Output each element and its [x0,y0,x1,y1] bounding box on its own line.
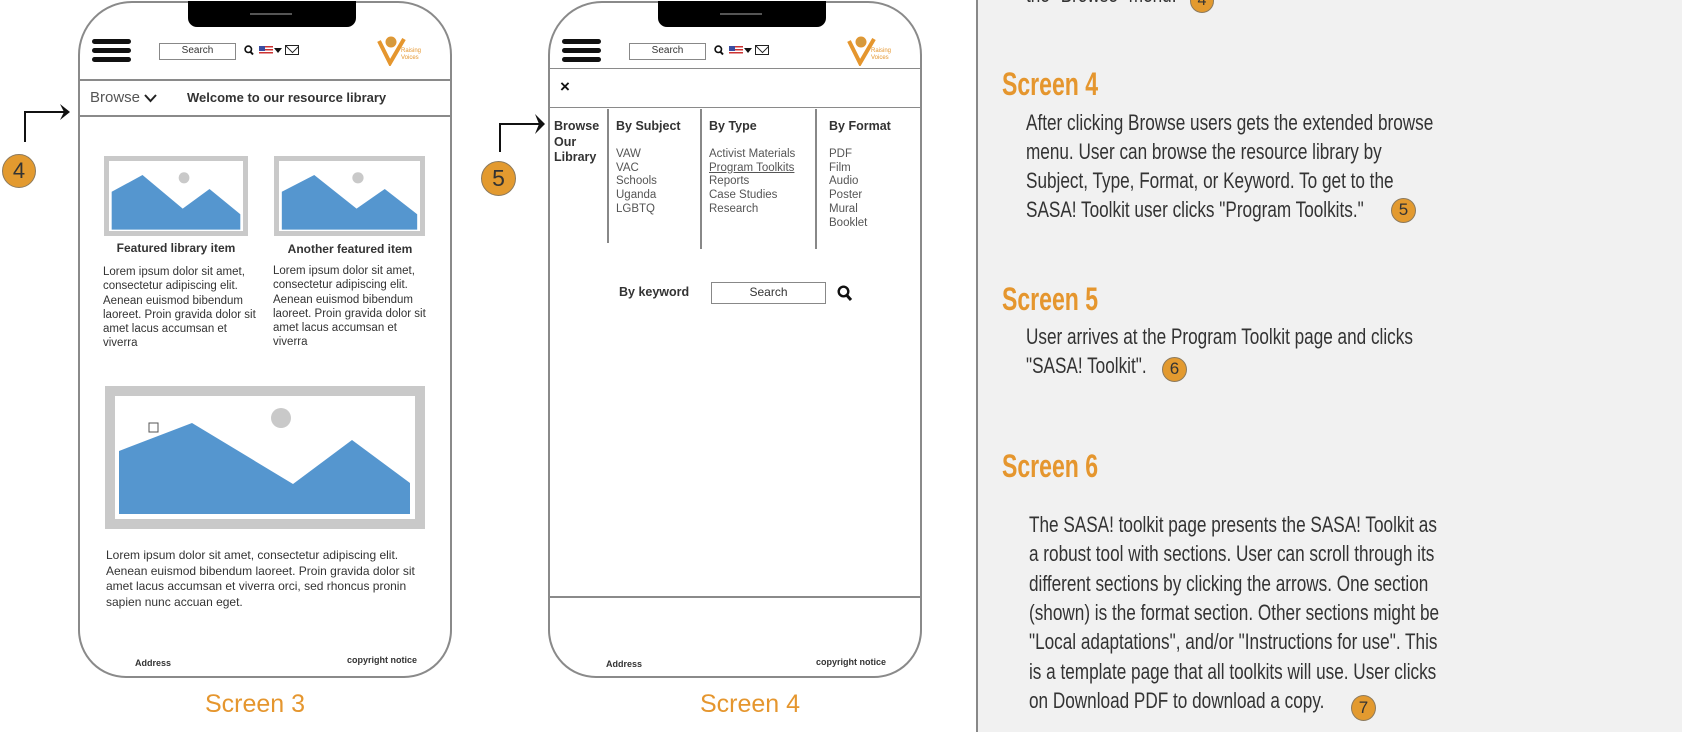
hamburger-menu-icon[interactable] [92,39,131,62]
format-list: PDF Film Audio Poster Mural Booklet [829,148,867,230]
raising-voices-logo[interactable]: Raising Voices [847,34,907,66]
language-dropdown-icon[interactable] [274,48,282,53]
step-badge-6-note: 6 [1162,357,1187,382]
note-line: a robust tool with sections. User can sc… [1029,541,1435,566]
search-icon[interactable] [244,45,254,56]
featured-item-title-2[interactable]: Another featured item [287,242,413,256]
footer-copyright[interactable]: copyright notice [347,655,418,665]
notes-panel: the "Browse" menu. 4 Screen 4 After clic… [976,0,1682,732]
browse-dropdown-button[interactable]: Browse [90,89,157,106]
format-item-mural[interactable]: Mural [829,202,858,215]
format-item-audio[interactable]: Audio [829,175,859,188]
type-item-research[interactable]: Research [709,202,759,215]
footer-copyright[interactable]: copyright notice [816,657,887,667]
featured-item-body-2: Lorem ipsum dolor sit amet, consectetur … [273,265,426,349]
note-line: "SASA! Toolkit". [1026,353,1147,378]
keyword-search-icon[interactable] [837,285,853,302]
phone-notch [188,1,356,27]
note-line: is a template page that all toolkits wil… [1029,659,1437,684]
step-arrow-5 [499,114,545,152]
browse-bar [78,79,452,117]
note-partial-text: the "Browse" menu. [1026,0,1176,8]
keyword-search-input[interactable]: Search [711,282,826,304]
close-bar [548,68,922,108]
phone-screen-3: Search Raising Voices Browse Welcome to … [78,1,452,678]
column-divider [815,109,817,249]
subject-item-lgbtq[interactable]: LGBTQ [616,202,655,215]
note-heading-screen-5: Screen 5 [1002,281,1099,317]
raising-voices-logo[interactable]: Raising Voices [377,34,437,66]
chevron-down-icon [144,93,157,103]
search-icon[interactable] [714,45,724,56]
header-search-input[interactable]: Search [629,43,706,60]
note-line: Subject, Type, Format, or Keyword. To ge… [1026,168,1394,193]
caption-screen-3: Screen 3 [204,690,306,718]
keyword-label: By keyword [619,285,690,299]
phone-notch [658,1,826,27]
note-line: The SASA! toolkit page presents the SASA… [1029,512,1437,537]
language-dropdown-icon[interactable] [744,48,752,53]
subject-item-uganda[interactable]: Uganda [616,189,657,202]
phone-screen-4: Search Raising Voices × Browse Our Libra… [548,1,922,678]
subject-list: VAW VAC Schools Uganda LGBTQ [616,148,657,217]
welcome-heading: Welcome to our resource library [187,90,387,105]
us-flag-icon[interactable] [729,46,743,55]
note-line: User arrives at the Program Toolkit page… [1026,324,1413,349]
note-line: "Local adaptations", and/or "Instruction… [1029,629,1438,654]
format-item-pdf[interactable]: PDF [829,148,852,160]
column-divider [700,109,702,249]
note-line: (shown) is the format section. Other sec… [1029,600,1440,625]
hamburger-menu-icon[interactable] [562,39,601,62]
footer-address[interactable]: Address [135,658,172,668]
main-paragraph: Lorem ipsum dolor sit amet, consectetur … [106,548,415,609]
format-item-booklet[interactable]: Booklet [829,216,868,229]
note-line: different sections by clicking the arrow… [1029,571,1429,596]
header-search-input[interactable]: Search [159,43,236,60]
step-badge-4: 4 [2,154,36,188]
subject-item-schools[interactable]: Schools [616,175,657,188]
browse-our-library-title: Browse Our Library [554,119,600,164]
hero-image [105,386,425,529]
note-line: on Download PDF to download a copy. [1029,688,1325,713]
type-item-activist-materials[interactable]: Activist Materials [709,148,796,160]
featured-item-title-1[interactable]: Featured library item [116,241,236,255]
type-item-case-studies[interactable]: Case Studies [709,189,778,202]
note-line: After clicking Browse users gets the ext… [1026,110,1434,135]
browse-label: Browse [90,89,141,106]
footer-address[interactable]: Address [606,659,643,669]
note-heading-screen-6: Screen 6 [1002,448,1099,484]
column-heading-type: By Type [709,119,757,133]
column-heading-format: By Format [829,119,891,133]
footer-divider [548,596,922,598]
note-line: menu. User can browse the resource libra… [1026,139,1382,164]
featured-image-2[interactable] [274,156,425,236]
subject-item-vac[interactable]: VAC [616,161,639,174]
step-arrow-4 [24,104,70,142]
us-flag-icon[interactable] [259,46,273,55]
mail-icon[interactable] [755,45,769,55]
featured-image-1[interactable] [104,156,248,236]
type-list: Activist Materials Program Toolkits Repo… [709,148,795,217]
step-badge-5-note: 5 [1391,198,1416,223]
caption-screen-4: Screen 4 [699,690,801,718]
mail-icon[interactable] [285,45,299,55]
subject-item-vaw[interactable]: VAW [616,148,641,160]
step-badge-7-note: 7 [1351,695,1376,721]
featured-item-body-1: Lorem ipsum dolor sit amet, consectetur … [103,266,256,350]
column-divider [607,109,609,243]
type-item-reports[interactable]: Reports [709,175,750,188]
step-badge-5: 5 [481,161,516,196]
close-icon[interactable]: × [560,77,570,96]
format-item-poster[interactable]: Poster [829,189,863,202]
format-item-film[interactable]: Film [829,161,851,174]
type-item-program-toolkits[interactable]: Program Toolkits [709,161,795,174]
note-heading-screen-4: Screen 4 [1002,66,1099,102]
note-line: SASA! Toolkit user clicks "Program Toolk… [1026,197,1364,222]
column-heading-subject: By Subject [616,119,681,133]
step-badge-4-note: 4 [1190,0,1214,13]
